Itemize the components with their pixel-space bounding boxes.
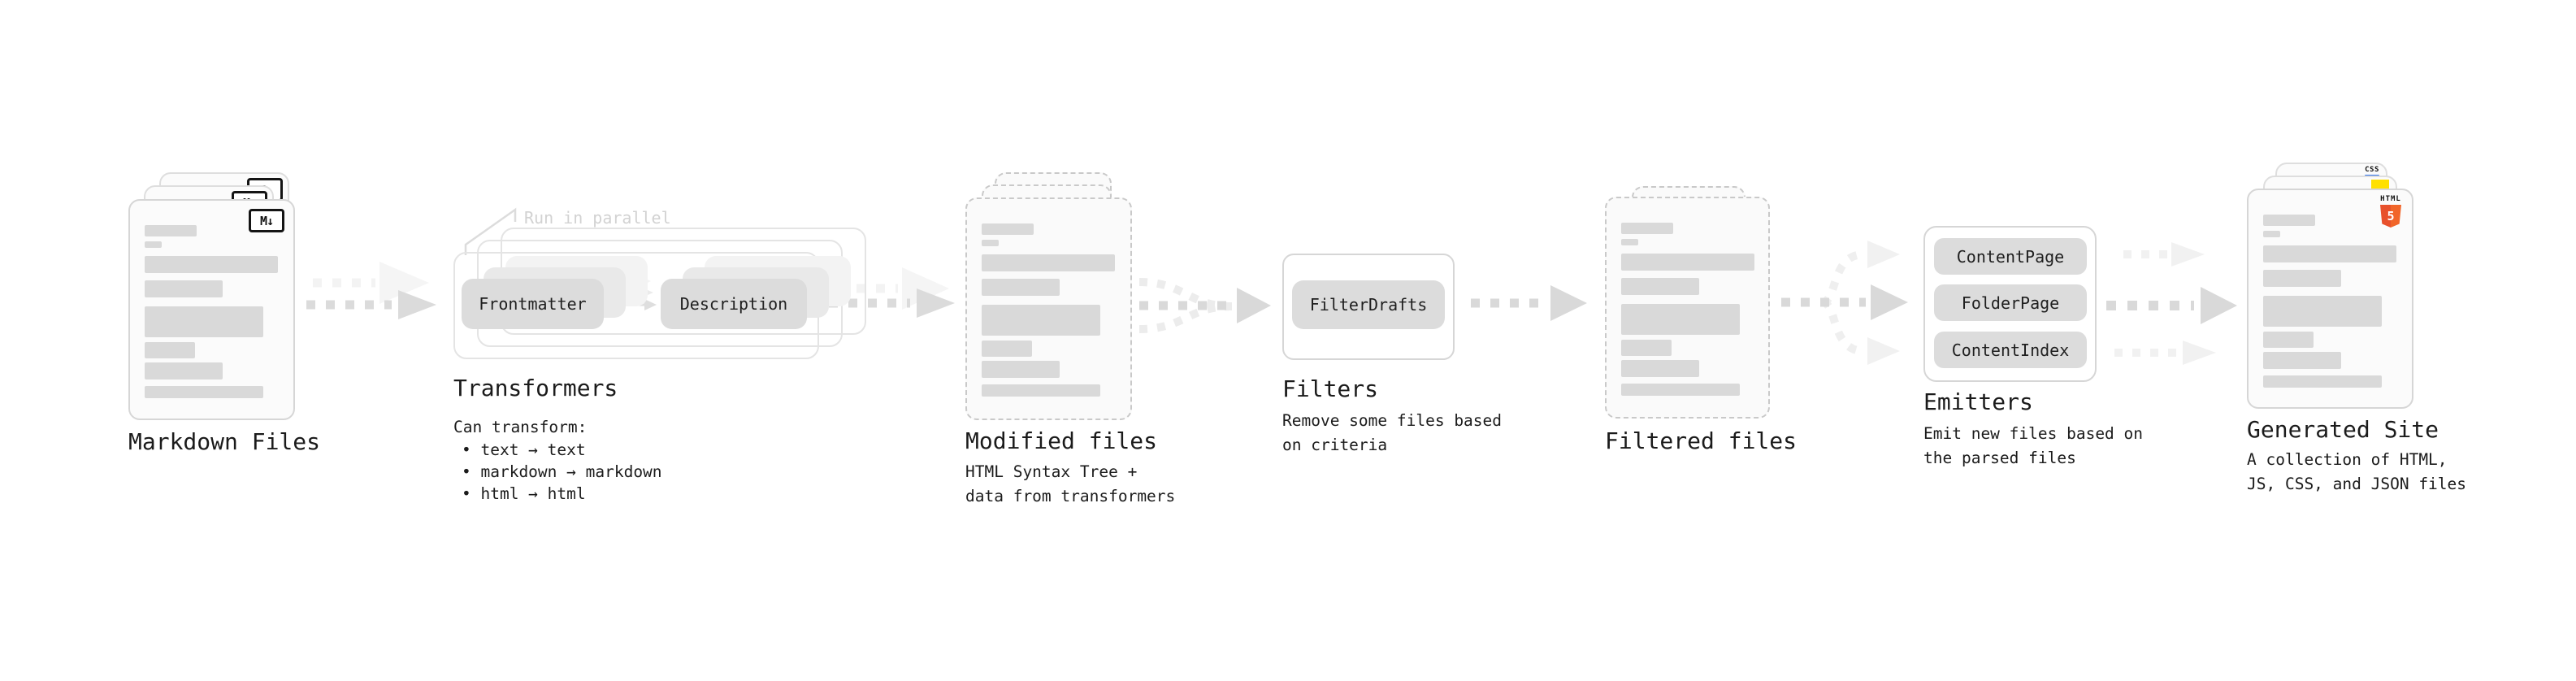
filterdrafts-pill: FilterDrafts: [1292, 280, 1445, 329]
doc-content-bar: [1621, 278, 1699, 295]
doc-content-bar: [982, 254, 1115, 271]
html5-icon-shield: 5: [2380, 205, 2401, 228]
doc-content-bar: [1621, 304, 1740, 335]
description-pill: Description: [661, 279, 807, 329]
doc-content-bar: [145, 225, 197, 236]
arrow-ghost-transformers-to-modified: [837, 267, 949, 310]
arrow-markdown-to-transformers: [306, 290, 436, 319]
doc-content-bar: [1621, 340, 1672, 356]
emitters-desc: Emit new files based on the parsed files: [1923, 424, 2144, 467]
bullet-item: • markdown → markdown: [462, 462, 662, 481]
arrow-fanout-filtered-to-emitters: [1781, 241, 1908, 365]
doc-content-bar: [2263, 215, 2315, 226]
arrow-transformers-to-modified: [829, 288, 955, 318]
doc-content-bar: [2263, 245, 2396, 262]
run-in-parallel-note: Run in parallel: [524, 208, 671, 228]
doc-content-bar: [1621, 360, 1699, 377]
doc-content-bar: [982, 223, 1034, 235]
doc-content-bar: [145, 306, 263, 337]
arrow-filters-to-filtered: [1471, 285, 1587, 321]
doc-content-bar: [982, 240, 999, 246]
frontmatter-pill: Frontmatter: [462, 279, 604, 329]
modified-desc: HTML Syntax Tree + data from transformer…: [965, 462, 1176, 505]
transformers-bullet-list: • text → text • markdown → markdown • ht…: [462, 439, 662, 505]
doc-content-bar: [982, 361, 1060, 378]
html5-icon-label: HTML: [2380, 195, 2401, 203]
filters-desc: Remove some files based on criteria: [1282, 411, 1503, 454]
stage-label-modified: Modified files: [965, 427, 1158, 454]
arrow-merge-modified-to-filters: [1138, 278, 1271, 333]
doc-content-bar: [1621, 254, 1754, 271]
doc-content-bar: [1621, 239, 1638, 245]
stage-label-generated: Generated Site: [2247, 416, 2439, 443]
stage-label-filtered: Filtered files: [1605, 427, 1798, 454]
doc-content-bars: [2263, 215, 2396, 388]
folderpage-pill: FolderPage: [1934, 284, 2087, 321]
doc-content-bar: [145, 241, 162, 248]
doc-content-bar: [2263, 352, 2341, 369]
stage-label-transformers: Transformers: [453, 375, 618, 401]
doc-content-bars: [1621, 223, 1754, 396]
stage-label-filters: Filters: [1282, 375, 1379, 402]
bullet-item: • html → html: [462, 484, 586, 503]
doc-content-bar: [982, 305, 1100, 336]
doc-content-bars: [982, 223, 1115, 397]
doc-content-bar: [982, 384, 1100, 397]
doc-content-bar: [2263, 231, 2280, 237]
arrows-emitters-to-generated: [2106, 242, 2237, 365]
html5-icon: HTML 5: [2380, 196, 2401, 228]
generated-desc: A collection of HTML, JS, CSS, and JSON …: [2247, 450, 2467, 493]
dashed-file-card-front: [1605, 197, 1770, 419]
file-card-front: M↓: [128, 199, 295, 420]
doc-content-bar: [145, 280, 223, 297]
doc-content-bar: [2263, 296, 2382, 327]
doc-content-bar: [2263, 332, 2314, 348]
bullet-item: • text → text: [462, 440, 586, 459]
dashed-file-card-front: [965, 197, 1132, 420]
doc-content-bar: [145, 342, 195, 358]
transformers-desc-title: Can transform:: [453, 418, 588, 436]
markdown-icon: M↓: [249, 209, 284, 232]
doc-content-bar: [982, 279, 1060, 296]
doc-content-bar: [2263, 270, 2341, 287]
doc-content-bar: [1621, 223, 1673, 234]
run-in-parallel-bracket: [464, 207, 517, 255]
doc-content-bars: [145, 225, 278, 398]
doc-content-bar: [145, 362, 223, 380]
doc-content-bar: [145, 386, 263, 398]
doc-content-bar: [145, 256, 278, 273]
arrow-ghost-markdown-to-transformers: [313, 262, 429, 304]
stage-label-emitters: Emitters: [1923, 388, 2033, 415]
css-icon-label: CSS: [2365, 166, 2379, 174]
doc-content-bar: [2263, 375, 2382, 388]
doc-content-bar: [982, 340, 1032, 357]
stage-label-markdown: Markdown Files: [128, 428, 321, 455]
doc-content-bar: [1621, 384, 1740, 396]
file-card-html: HTML 5: [2247, 189, 2413, 409]
js-icon: [2371, 180, 2389, 190]
contentindex-pill: ContentIndex: [1934, 332, 2087, 368]
contentpage-pill: ContentPage: [1934, 238, 2087, 275]
